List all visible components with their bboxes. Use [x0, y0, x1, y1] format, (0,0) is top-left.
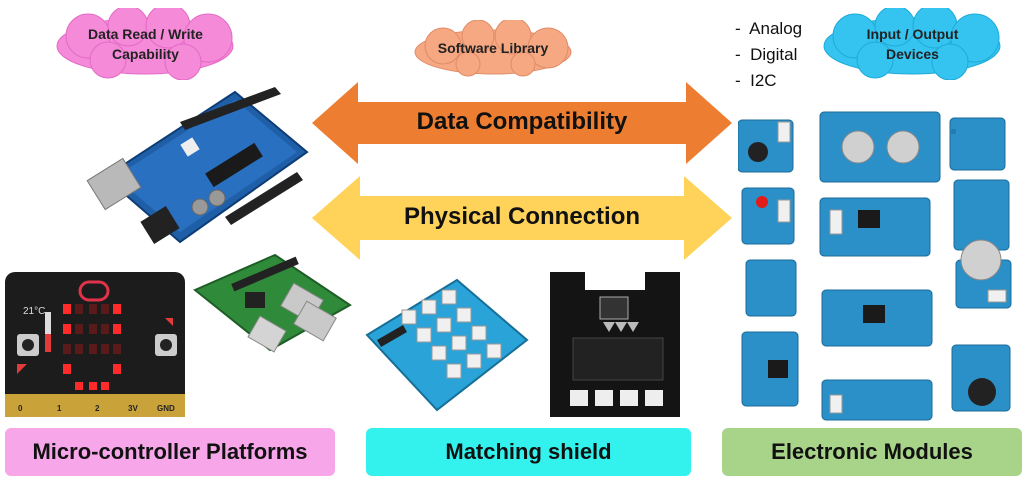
- banner-electronic-modules: Electronic Modules: [722, 428, 1022, 476]
- microbit-pin-0: 0: [18, 404, 23, 413]
- banner-matching-shield: Matching shield: [366, 428, 691, 476]
- arduino-uno-board-image: [86, 87, 309, 244]
- arrow-physical-connection: [312, 176, 732, 260]
- cloud-software-text: Software Library: [437, 40, 549, 56]
- arrow-data-label: Data Compatibility: [416, 108, 628, 135]
- microbit-pin-3v: 3V: [128, 404, 138, 413]
- banner-microcontroller-platforms: Micro-controller Platforms: [5, 428, 335, 476]
- microbit-shield-image: [550, 272, 680, 417]
- arrow-physical-label: Physical Connection: [403, 203, 641, 230]
- microbit-temp-label: 21°C: [23, 306, 46, 317]
- microbit-pin-2: 2: [95, 404, 100, 413]
- electronic-modules-image: [738, 111, 1012, 421]
- microbit-board-image: [5, 272, 185, 417]
- raspberry-pi-board-image: [193, 253, 352, 353]
- io-type-analog: Analog: [735, 16, 802, 42]
- cloud-io-text: Input / Output Devices: [866, 26, 959, 62]
- cloud-capability-shape: [56, 8, 234, 80]
- base-shield-image: [365, 278, 529, 412]
- arrow-data-compatibility: [312, 82, 732, 164]
- cloud-capability-text: Data Read / Write Capability: [88, 26, 203, 62]
- microbit-pin-1: 1: [57, 404, 62, 413]
- microbit-pin-gnd: GND: [157, 404, 175, 413]
- io-type-list: Analog Digital I2C: [735, 16, 802, 94]
- cloud-io-shape: [823, 8, 1001, 80]
- io-type-i2c: I2C: [735, 68, 802, 94]
- io-type-digital: Digital: [735, 42, 802, 68]
- cloud-software-shape: [414, 20, 572, 77]
